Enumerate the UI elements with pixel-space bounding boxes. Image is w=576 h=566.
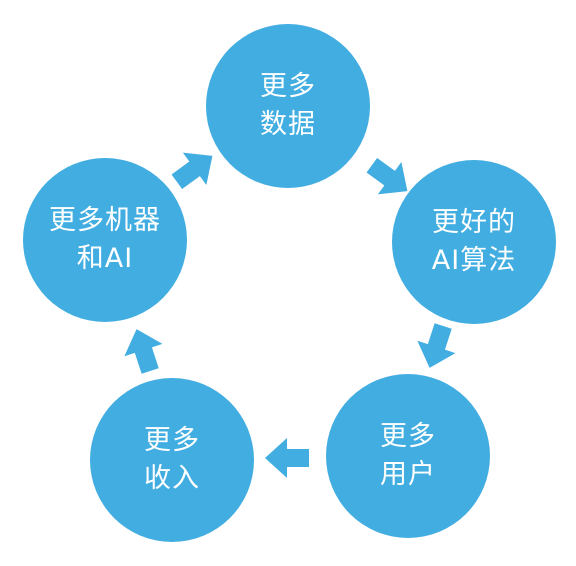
node-more-data: 更多 数据 bbox=[206, 24, 370, 188]
node-label-line2: AI算法 bbox=[431, 245, 517, 276]
node-better-ai-algorithm: 更好的 AI算法 bbox=[392, 160, 556, 324]
node-label-line1: 更多机器 bbox=[49, 205, 161, 236]
node-label-line1: 更多 bbox=[380, 421, 436, 452]
node-label-line2: 数据 bbox=[260, 109, 316, 140]
node-label-line2: 用户 bbox=[380, 459, 436, 490]
node-label-line1: 更多 bbox=[260, 71, 316, 102]
node-label-line1: 更好的 bbox=[432, 207, 516, 238]
node-more-users: 更多 用户 bbox=[326, 374, 490, 538]
arrow-revenue-to-machines bbox=[117, 322, 170, 378]
arrow-users-to-revenue bbox=[265, 438, 309, 478]
node-label-line1: 更多 bbox=[144, 425, 200, 456]
node-more-machines-and-ai: 更多机器 和AI bbox=[23, 158, 187, 322]
node-label-line2: 和AI bbox=[76, 243, 134, 274]
node-more-revenue: 更多 收入 bbox=[90, 378, 254, 542]
arrow-machines-to-data bbox=[165, 139, 225, 198]
node-label-line2: 收入 bbox=[144, 463, 200, 494]
arrow-algorithm-to-users bbox=[410, 319, 463, 375]
